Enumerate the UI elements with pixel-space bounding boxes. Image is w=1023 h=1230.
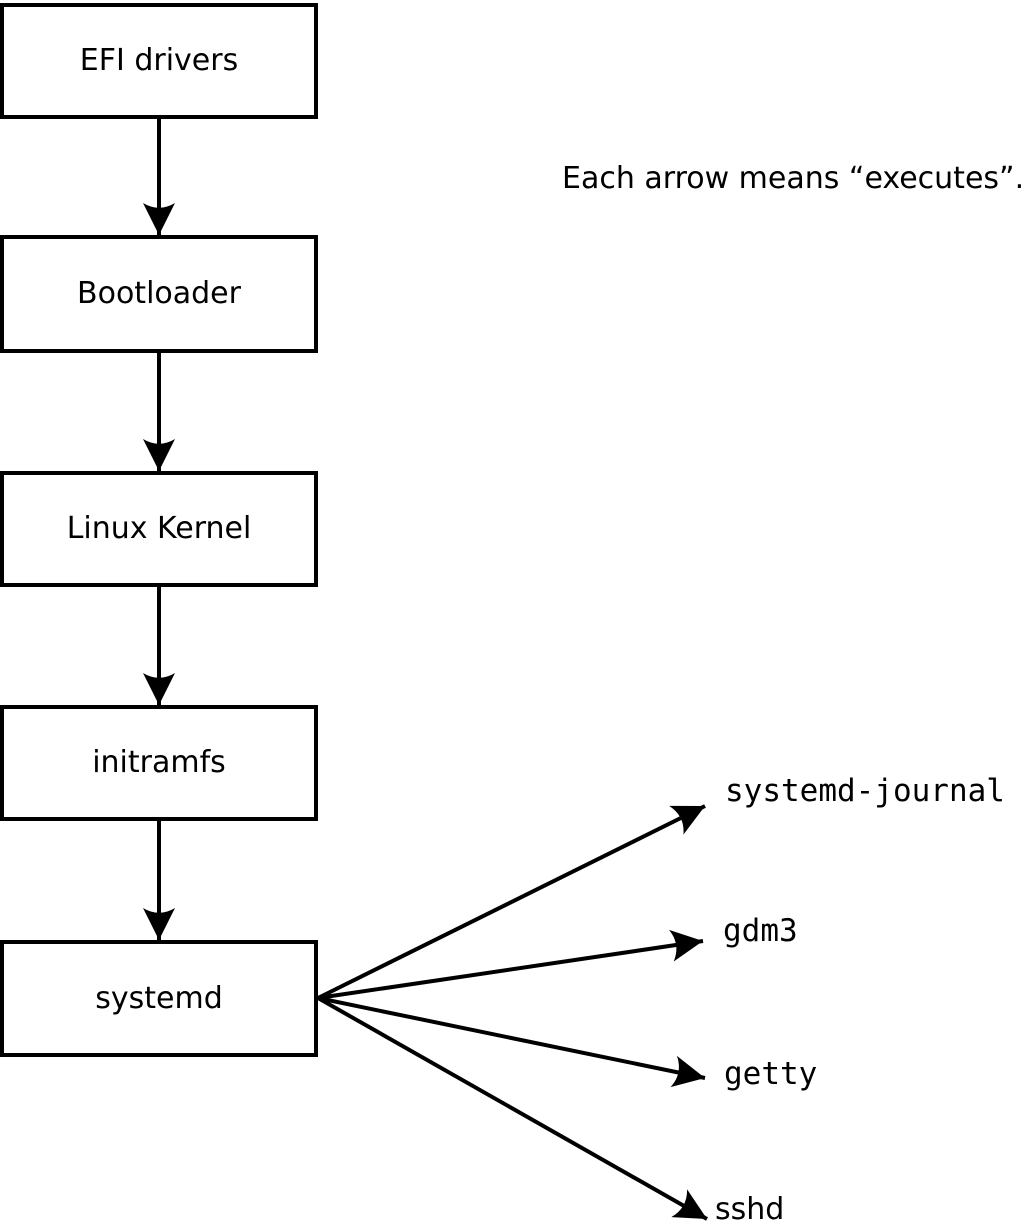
node-bootloader: Bootloader <box>0 235 318 353</box>
node-gdm3-label: gdm3 <box>723 913 798 949</box>
node-systemd: systemd <box>0 940 318 1057</box>
arrow-systemd-to-systemd-journal <box>317 804 706 1000</box>
node-bootloader-label: Bootloader <box>77 276 241 311</box>
arrow-systemd-to-sshd <box>317 996 708 1221</box>
arrow-systemd-to-getty <box>317 996 706 1088</box>
node-systemd-journal-label: systemd-journal <box>725 773 1005 809</box>
node-linux-kernel-label: Linux Kernel <box>66 511 252 546</box>
node-efi-drivers: EFI drivers <box>0 3 318 119</box>
node-efi-drivers-label: EFI drivers <box>79 43 239 78</box>
node-linux-kernel: Linux Kernel <box>0 471 318 587</box>
arrow-systemd-to-gdm3 <box>317 929 704 1000</box>
node-systemd-label: systemd <box>95 980 223 1016</box>
node-getty-label: getty <box>724 1056 818 1092</box>
legend-note: Each arrow means “executes”. <box>562 161 1023 196</box>
node-initramfs: initramfs <box>0 705 318 821</box>
node-initramfs-label: initramfs <box>92 745 226 780</box>
node-sshd-label: sshd <box>715 1192 785 1227</box>
